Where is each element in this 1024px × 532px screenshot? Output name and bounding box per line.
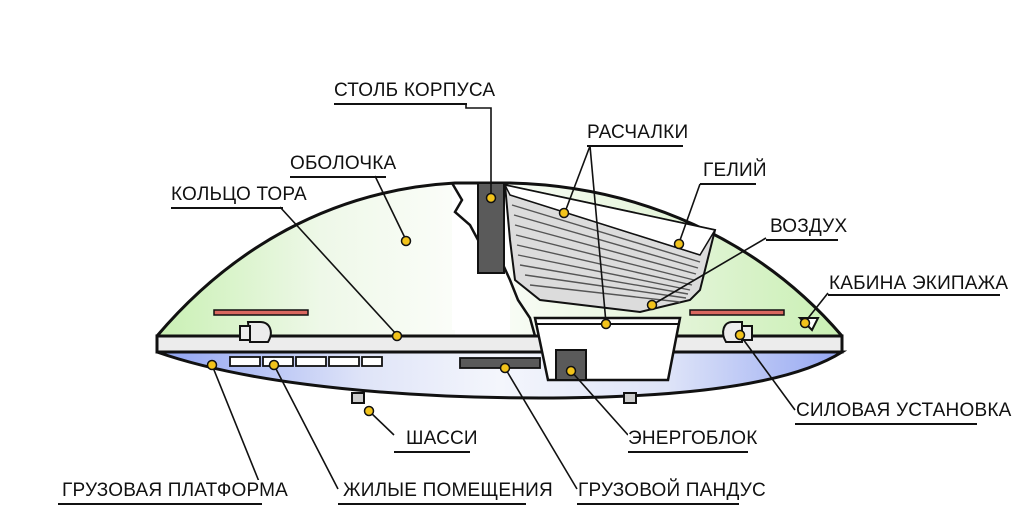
- underline-shell: [290, 176, 386, 178]
- underline-air: [766, 239, 838, 241]
- upper-shell-left: [157, 183, 455, 338]
- underline-braces: [587, 145, 683, 147]
- label-power-unit: ЭНЕРГОБЛОК: [628, 428, 758, 450]
- left-engine: [246, 321, 272, 343]
- helium-upper-fill: [503, 183, 717, 256]
- marker-torus: [391, 330, 403, 342]
- label-crew-cabin: КАБИНА ЭКИПАЖА: [829, 273, 1009, 295]
- label-air: ВОЗДУХ: [770, 216, 848, 238]
- marker-power-plant: [734, 329, 746, 341]
- left-platform: [213, 309, 309, 316]
- leader-lines: [211, 103, 829, 490]
- marker-power-unit: [565, 365, 577, 377]
- marker-shell: [400, 235, 412, 247]
- label-helium: ГЕЛИЙ: [703, 160, 767, 182]
- label-power-plant: СИЛОВАЯ УСТАНОВКА: [796, 400, 1012, 422]
- marker-helium: [673, 238, 685, 250]
- label-cargo-platform: ГРУЗОВАЯ ПЛАТФОРМА: [62, 480, 289, 502]
- marker-air: [646, 299, 658, 311]
- underline-hull-post: [334, 103, 467, 105]
- underline-living-quarters: [338, 503, 526, 505]
- marker-cargo-ramp: [499, 362, 511, 374]
- marker-hull-post: [485, 192, 497, 204]
- marker-brace-1: [558, 207, 570, 219]
- right-platform: [689, 309, 785, 316]
- underline-chassis: [394, 451, 470, 453]
- label-hull-post: СТОЛБ КОРПУСА: [334, 80, 496, 102]
- label-markers: [206, 192, 811, 417]
- helium-pleats: [509, 194, 701, 303]
- right-gear: [623, 392, 637, 404]
- underline-torus: [171, 207, 283, 209]
- underline-cargo-ramp: [577, 503, 739, 505]
- underline-cargo-platform: [58, 503, 262, 505]
- marker-chassis: [363, 405, 375, 417]
- left-engine-nozzle: [239, 325, 251, 341]
- underline-power-plant: [795, 423, 977, 425]
- marker-crew-cabin: [799, 317, 811, 329]
- living-quarters-windows: [229, 356, 383, 367]
- label-chassis: ШАССИ: [406, 428, 478, 450]
- marker-cargo-platform: [206, 359, 218, 371]
- dome-outline: [155, 181, 844, 337]
- label-living-quarters: ЖИЛЫЕ ПОМЕЩЕНИЯ: [343, 480, 553, 502]
- label-shell: ОБОЛОЧКА: [290, 153, 397, 175]
- label-torus-ring: КОЛЬЦО ТОРА: [171, 184, 307, 206]
- marker-living: [268, 359, 280, 371]
- underline-power-unit: [628, 451, 748, 453]
- underline-helium: [700, 183, 756, 185]
- left-gear: [351, 392, 365, 404]
- label-braces: РАСЧАЛКИ: [587, 122, 689, 144]
- underline-crew-cabin: [828, 294, 1000, 296]
- marker-brace-2: [600, 318, 612, 330]
- label-cargo-ramp: ГРУЗОВОЙ ПАНДУС: [578, 480, 766, 502]
